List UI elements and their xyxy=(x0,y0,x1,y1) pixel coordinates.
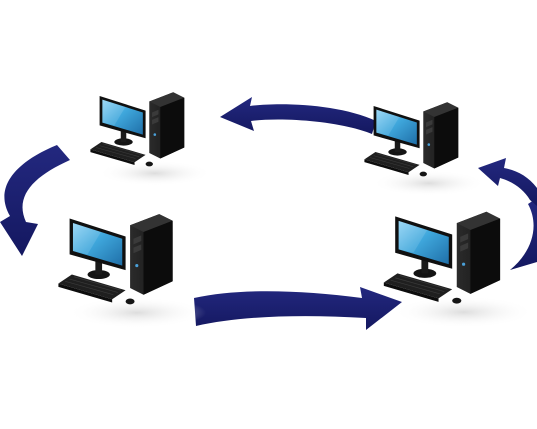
computer-node-top-right xyxy=(363,101,487,197)
flow-arrow-right-lower xyxy=(510,198,537,270)
computer-node-bottom-left xyxy=(57,213,207,329)
flow-arrow-bottom xyxy=(194,287,402,330)
flow-arrow-left xyxy=(0,145,70,256)
computer-node-bottom-right xyxy=(383,211,535,329)
desktop-computer-icon xyxy=(363,101,487,197)
desktop-computer-icon xyxy=(383,211,535,329)
flow-arrow-top xyxy=(220,97,376,134)
flow-arrow-right-upper xyxy=(478,158,537,206)
desktop-computer-icon xyxy=(89,91,213,187)
computer-node-top-left xyxy=(89,91,213,187)
desktop-computer-icon xyxy=(57,213,207,329)
